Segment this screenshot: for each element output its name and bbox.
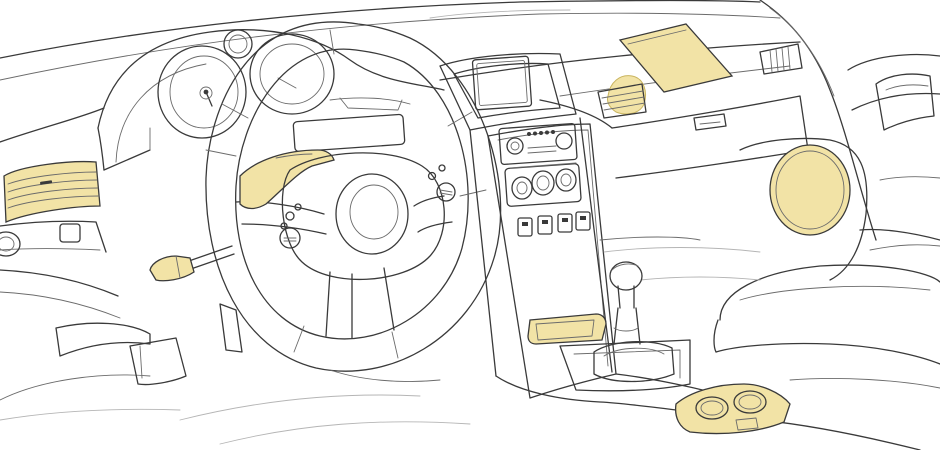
pedal-box (129, 303, 243, 386)
left-air-vent (3, 160, 101, 223)
turn-signal-stalk (149, 245, 235, 282)
left-door-panel (0, 269, 181, 421)
rear-cupholder-console (674, 383, 791, 435)
glovebox-top-panel (618, 23, 734, 93)
radio-unit (498, 122, 578, 166)
passenger-seat (713, 228, 940, 389)
center-stack (439, 52, 617, 399)
glovebox-area (611, 95, 809, 179)
left-lower-dash (0, 220, 107, 257)
climate-controls (504, 162, 582, 207)
right-door-speaker (769, 144, 851, 236)
instrument-binnacle (97, 29, 445, 171)
gear-shifter (593, 261, 675, 383)
speedometer (157, 45, 247, 139)
windshield-header (0, 0, 781, 81)
radio-buttons (527, 130, 555, 136)
tachometer (249, 33, 335, 115)
wheel-buttons-left (279, 203, 302, 249)
small-gauge (223, 29, 253, 59)
steering-hub (281, 152, 445, 281)
switch-row (517, 211, 591, 237)
steering-column-shroud (239, 149, 335, 210)
gauge-hood (292, 97, 411, 153)
right-air-vent (759, 43, 803, 75)
center-right-air-vent (597, 75, 647, 119)
wheel-buttons-right (427, 164, 456, 202)
floor-lines (179, 369, 471, 445)
front-storage-tray (527, 313, 607, 345)
right-door-panel (739, 0, 940, 281)
